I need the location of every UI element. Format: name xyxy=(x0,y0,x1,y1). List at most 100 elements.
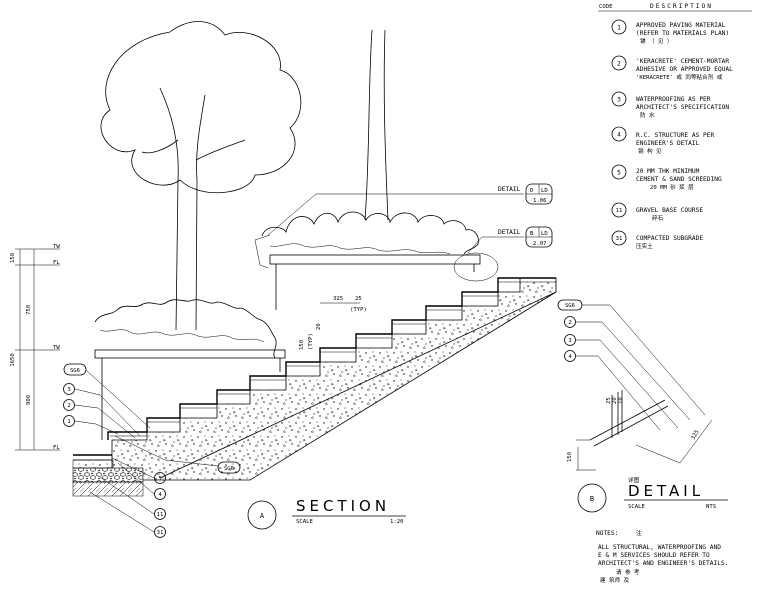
dim-150: 150 xyxy=(10,253,16,263)
legend-line: ARCHITECT'S SPECIFICATION xyxy=(636,104,729,111)
riser-dim-20: 20 xyxy=(316,323,322,330)
detail-bubble: B xyxy=(590,495,594,503)
tree-left-illustration xyxy=(100,21,302,331)
tree-right-illustration xyxy=(364,29,389,221)
detail-bubble-letter: B xyxy=(530,231,534,237)
level-fl-bottom: FL xyxy=(53,445,60,451)
stair-concrete-fill xyxy=(111,277,557,481)
detail-title: DETAIL xyxy=(628,482,704,500)
section-title-block: A SECTION SCALE 1:20 xyxy=(247,497,406,530)
legend-code: 31 xyxy=(616,236,623,242)
detail-scale-value: NTS xyxy=(706,504,716,510)
legend-line-cn: 钢 构 见 xyxy=(638,147,662,155)
legend-line-cn: 防 水 xyxy=(640,111,655,119)
legend-item-2: 2 'KERACRETE' CEMENT-MORTAR ADHESIVE OR … xyxy=(611,55,733,81)
planter-upper xyxy=(261,211,481,310)
section-bubble: A xyxy=(260,512,265,520)
legend-line-cn: 碎石 xyxy=(652,214,664,222)
dim-900: 900 xyxy=(26,395,32,405)
detail-dim-25: 25 xyxy=(606,397,612,404)
section-scale-label: SCALE xyxy=(296,519,313,525)
level-tw-mid: TW xyxy=(53,345,60,351)
legend-code: 5 xyxy=(617,170,621,177)
legend-header-code: CODE xyxy=(599,4,613,10)
callout-sg6-upper: SG6 xyxy=(70,368,80,374)
detail-ref: LD xyxy=(541,231,548,237)
notes-line-cn-1: 请 参 考 xyxy=(616,568,640,576)
notes-label: NOTES: xyxy=(596,530,618,537)
legend-item-4: 4 R.C. STRUCTURE AS PER ENGINEER'S DETAI… xyxy=(611,126,715,155)
legend-line-cn: 20 MM 砂 浆 层 xyxy=(650,183,694,191)
detail-bubble-letter: D xyxy=(530,188,534,194)
legend-item-3: 3 WATERPROOFING AS PER ARCHITECT'S SPECI… xyxy=(611,91,729,119)
legend-line: CEMENT & SAND SCREEDING xyxy=(636,176,722,183)
legend-item-11: 11 GRAVEL BASE COURSE 碎石 xyxy=(611,202,703,222)
detail-callout-sg6: SG6 xyxy=(565,303,575,309)
notes-line-cn-2: 建 筑师 及 xyxy=(600,576,630,584)
legend-item-5: 5 20 MM THK MINIMUM CEMENT & SAND SCREED… xyxy=(611,164,722,191)
step-dimensions: 325 25 (TYP) 150 (TYP) 20 xyxy=(299,296,367,350)
legend-table: CODE DESCRIPTION 1 APPROVED PAVING MATER… xyxy=(598,3,752,250)
detail-dim-20: 20 xyxy=(612,397,618,404)
detail-subtitle-cn: 详图 xyxy=(628,476,640,484)
notes-block: NOTES: 注 ALL STRUCTURAL, WATERPROOFING A… xyxy=(596,529,728,584)
legend-line: R.C. STRUCTURE AS PER xyxy=(636,132,715,139)
notes-line-3: ARCHITECT'S AND ENGINEER'S DETAILS. xyxy=(598,560,728,567)
detail-scale-label: SCALE xyxy=(628,504,645,510)
detail-tag-b: DETAIL B LD 2.07 xyxy=(453,226,553,282)
legend-line: WATERPROOFING AS PER xyxy=(636,96,711,103)
legend-line-cn: 'KERACRETE' 或 同等粘合剂 或 xyxy=(636,73,723,81)
detail-label: DETAIL xyxy=(498,186,521,193)
legend-line: ADHESIVE OR APPROVED EQUAL xyxy=(636,66,733,73)
callout-4: 4 xyxy=(158,492,162,498)
legend-line: GRAVEL BASE COURSE xyxy=(636,207,703,214)
detail-title-block: B 详图 DETAIL SCALE NTS xyxy=(577,476,728,513)
tread-dim-325: 325 xyxy=(333,296,343,302)
legend-code: 4 xyxy=(617,132,621,139)
detail-callout-3: 3 xyxy=(568,338,571,344)
level-markers: TW FL TW FL 150 750 1650 900 xyxy=(10,244,60,451)
ground-layers xyxy=(72,454,144,497)
detail-dim-325: 325 xyxy=(691,429,701,441)
riser-dim-150: 150 xyxy=(299,340,305,350)
detail-label: DETAIL xyxy=(498,229,521,236)
legend-code: 11 xyxy=(616,208,623,214)
detail-callout-2: 2 xyxy=(568,320,571,326)
callout-5: 5 xyxy=(158,476,161,482)
level-fl-top: FL xyxy=(53,260,60,266)
riser-typ: (TYP) xyxy=(308,333,314,350)
section-callouts: SG6 3 2 1 SG6 5 4 11 31 xyxy=(63,363,241,538)
stair-steps xyxy=(107,277,556,440)
tread-dim-25: 25 xyxy=(355,296,362,302)
legend-code: 3 xyxy=(617,97,621,104)
dim-750: 750 xyxy=(26,305,32,315)
notes-line-2: E & M SERVICES SHOULD REFER TO xyxy=(598,552,710,559)
section-scale-value: 1:20 xyxy=(390,519,403,525)
legend-line: 'KERACRETE' CEMENT-MORTAR xyxy=(636,58,729,65)
detail-dim-150: 150 xyxy=(567,452,573,462)
legend-line: ENGINEER'S DETAIL xyxy=(636,140,700,147)
notes-line-1: ALL STRUCTURAL, WATERPROOFING AND xyxy=(598,544,721,551)
section-title: SECTION xyxy=(296,497,390,515)
legend-line: 20 MM THK MINIMUM xyxy=(636,168,700,175)
detail-dim-10: 10 xyxy=(618,397,624,404)
callout-11: 11 xyxy=(157,512,164,518)
tread-typ: (TYP) xyxy=(350,307,367,313)
dim-1650: 1650 xyxy=(10,353,16,366)
planter-lower xyxy=(94,299,286,440)
callout-31: 31 xyxy=(157,530,164,536)
callout-2: 2 xyxy=(67,403,70,409)
detail-tag-d: DETAIL D LD 1.06 xyxy=(254,183,553,269)
legend-code: 2 xyxy=(617,61,621,68)
detail-sheet: 2.07 xyxy=(533,241,546,247)
legend-code: 1 xyxy=(617,25,621,32)
detail-ref: LD xyxy=(541,188,548,194)
callout-3: 3 xyxy=(67,387,70,393)
level-tw-top: TW xyxy=(53,244,60,250)
legend-line-cn: 压实土 xyxy=(636,242,653,250)
legend-line: COMPACTED SUBGRADE xyxy=(636,235,703,242)
callout-1: 1 xyxy=(67,419,70,425)
legend-line: APPROVED PAVING MATERIAL xyxy=(636,22,726,29)
callout-sg6-lower: SG6 xyxy=(224,466,234,472)
